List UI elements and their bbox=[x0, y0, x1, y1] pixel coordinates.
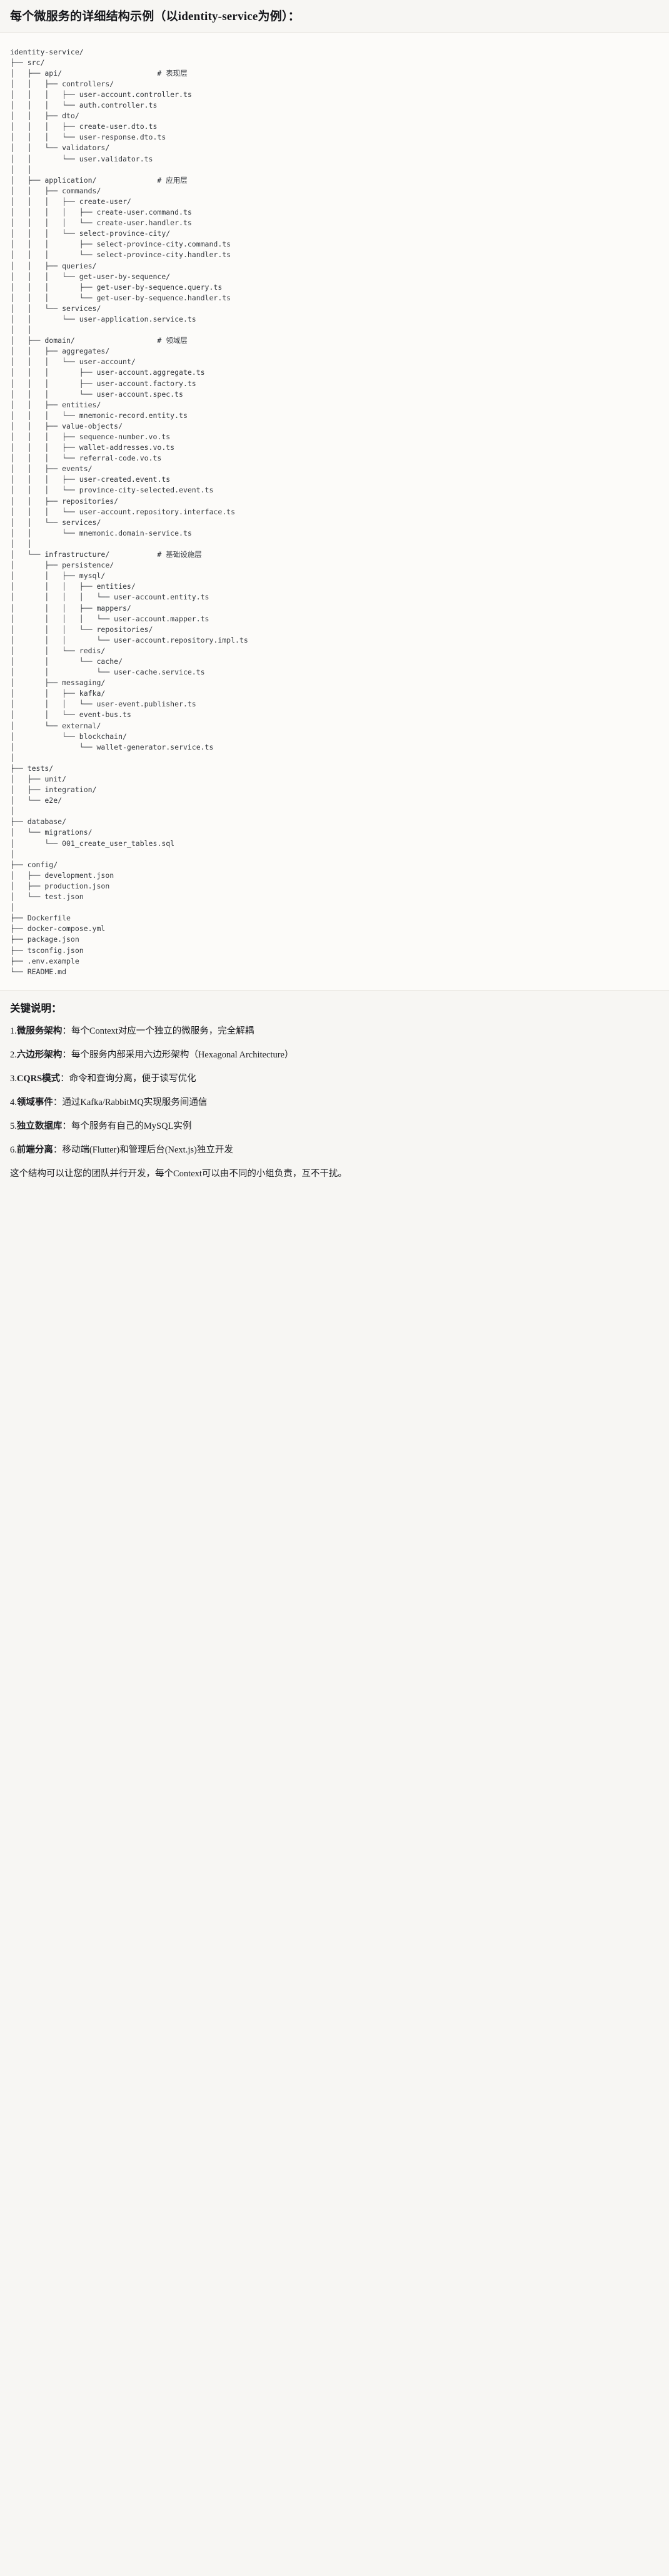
note-separator: ： bbox=[62, 1050, 71, 1061]
note-term: 微服务架构 bbox=[16, 1026, 63, 1037]
list-item: 5.独立数据库：每个服务有自己的MySQL实例 bbox=[10, 1120, 659, 1133]
list-item: 4.领域事件：通过Kafka/RabbitMQ实现服务间通信 bbox=[10, 1096, 659, 1109]
closing-paragraph: 这个结构可以让您的团队并行开发，每个Context可以由不同的小组负责，互不干扰… bbox=[10, 1169, 347, 1179]
note-number: 1. bbox=[10, 1026, 17, 1037]
note-separator: ： bbox=[62, 1026, 71, 1037]
directory-tree-block: identity-service/ ├── src/ │ ├── api/ # … bbox=[0, 33, 669, 990]
note-separator: ： bbox=[53, 1145, 63, 1156]
key-notes-heading: 关键说明： bbox=[10, 1002, 62, 1014]
list-item: 1.微服务架构：每个Context对应一个独立的微服务，完全解耦 bbox=[10, 1025, 659, 1038]
document-page: 每个微服务的详细结构示例（以identity-service为例）： ident… bbox=[0, 0, 669, 1196]
key-notes-list: 1.微服务架构：每个Context对应一个独立的微服务，完全解耦 2.六边形架构… bbox=[10, 1025, 659, 1157]
note-number: 6. bbox=[10, 1145, 17, 1156]
note-separator: ： bbox=[53, 1097, 63, 1108]
note-description: 通过Kafka/RabbitMQ实现服务间通信 bbox=[62, 1097, 208, 1108]
note-term: CQRS模式 bbox=[16, 1074, 61, 1084]
note-number: 3. bbox=[10, 1074, 17, 1084]
note-number: 2. bbox=[10, 1050, 17, 1061]
note-description: 命令和查询分离，便于读写优化 bbox=[69, 1074, 196, 1084]
note-number: 5. bbox=[10, 1121, 17, 1132]
directory-tree: identity-service/ ├── src/ │ ├── api/ # … bbox=[10, 47, 248, 976]
note-description: 每个服务内部采用六边形架构（Hexagonal Architecture） bbox=[71, 1050, 294, 1061]
note-term: 前端分离 bbox=[16, 1145, 53, 1156]
document-header: 每个微服务的详细结构示例（以identity-service为例）： bbox=[0, 0, 669, 33]
list-item: 6.前端分离：移动端(Flutter)和管理后台(Next.js)独立开发 bbox=[10, 1144, 659, 1157]
note-description: 每个服务有自己的MySQL实例 bbox=[71, 1121, 192, 1132]
note-number: 4. bbox=[10, 1097, 17, 1108]
note-separator: ： bbox=[60, 1074, 69, 1084]
note-separator: ： bbox=[62, 1121, 71, 1132]
key-notes-section: 关键说明： 1.微服务架构：每个Context对应一个独立的微服务，完全解耦 2… bbox=[0, 990, 669, 1196]
page-title: 每个微服务的详细结构示例（以identity-service为例）： bbox=[10, 10, 300, 23]
note-description: 每个Context对应一个独立的微服务，完全解耦 bbox=[71, 1026, 254, 1037]
note-description: 移动端(Flutter)和管理后台(Next.js)独立开发 bbox=[62, 1145, 233, 1156]
list-item: 3.CQRS模式：命令和查询分离，便于读写优化 bbox=[10, 1072, 659, 1086]
note-term: 六边形架构 bbox=[16, 1050, 63, 1061]
list-item: 2.六边形架构：每个服务内部采用六边形架构（Hexagonal Architec… bbox=[10, 1049, 659, 1062]
note-term: 领域事件 bbox=[16, 1097, 53, 1108]
note-term: 独立数据库 bbox=[16, 1121, 63, 1132]
